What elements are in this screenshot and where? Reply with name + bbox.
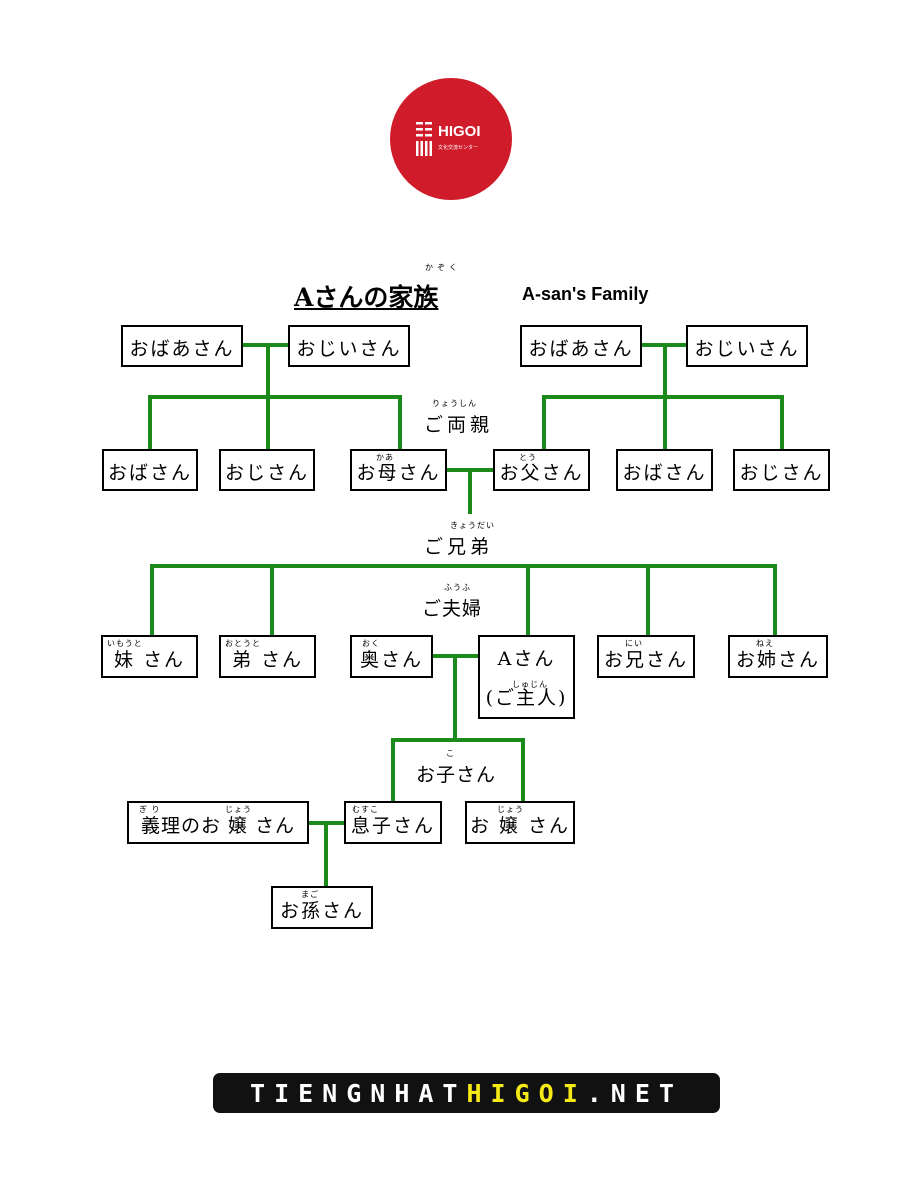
footer-text-tiengnhat: TIENGNHAT xyxy=(250,1078,467,1108)
grandfather-left-label: おじいさん xyxy=(296,338,402,360)
older-brother-box: にい お兄さん xyxy=(597,635,695,678)
older-brother-ruby: にい xyxy=(625,639,643,648)
a-san-ruby: しゅじん xyxy=(512,680,548,689)
younger-brother-box: おとうと 弟 さん xyxy=(219,635,316,678)
younger-brother-ruby: おとうと xyxy=(225,639,261,648)
son-box: むすこ 息子さん xyxy=(344,801,442,844)
daughter-in-law-box: ぎ り じょう 義理のお 嬢 さん xyxy=(127,801,309,844)
parents-label-ruby: りょうしん xyxy=(432,399,477,408)
aunt-right-label: おばさん xyxy=(622,462,707,484)
uncle-left-box: おじさん xyxy=(219,449,315,491)
grandmother-right-box: おばあさん xyxy=(520,325,642,367)
younger-sister-box: いもうと 妹 さん xyxy=(101,635,198,678)
younger-sister-label: 妹 さん xyxy=(113,649,186,671)
page-title-english: A-san's Family xyxy=(522,284,649,304)
father-box: とう お父さん xyxy=(493,449,590,491)
couple-label: ふうふ ご夫婦 xyxy=(422,583,483,621)
mother-ruby: かあ xyxy=(376,453,394,462)
children-label-text: お子さん xyxy=(416,764,497,786)
children-label-ruby: こ xyxy=(446,749,455,758)
wife-label: 奥さん xyxy=(359,649,423,671)
daughter-box: じょう お 嬢 さん xyxy=(465,801,575,844)
couple-label-text: ご夫婦 xyxy=(422,598,483,620)
older-sister-box: ねえ お姉さん xyxy=(728,635,828,678)
daughter-in-law-ruby-giri: ぎ り xyxy=(139,805,161,814)
couple-label-ruby: ふうふ xyxy=(444,583,471,592)
logo-name: HIGOI xyxy=(438,123,481,140)
older-sister-label: お姉さん xyxy=(735,649,820,671)
wife-box: おく 奥さん xyxy=(350,635,433,678)
wife-ruby: おく xyxy=(362,639,380,648)
parents-label-text: ご両親 xyxy=(424,414,494,436)
daughter-in-law-label: 義理のお 嬢 さん xyxy=(140,815,296,837)
children-label: こ お子さん xyxy=(416,749,497,787)
grandchild-ruby: まご xyxy=(301,890,319,899)
younger-sister-ruby: いもうと xyxy=(107,639,143,648)
grandmother-right-label: おばあさん xyxy=(528,338,634,360)
aunt-right-box: おばさん xyxy=(616,449,713,491)
siblings-label-ruby: きょうだい xyxy=(450,521,495,530)
father-label: お父さん xyxy=(499,462,584,484)
uncle-right-label: おじさん xyxy=(739,462,824,484)
mother-box: かあ お母さん xyxy=(350,449,447,491)
title-ruby: かぞく xyxy=(425,263,461,272)
grandfather-right-box: おじいさん xyxy=(686,325,808,367)
older-brother-label: お兄さん xyxy=(603,649,688,671)
siblings-label-text: ご兄弟 xyxy=(424,536,494,558)
grandmother-left-box: おばあさん xyxy=(121,325,243,367)
older-sister-ruby: ねえ xyxy=(756,639,774,648)
higoi-logo: HIGOI 文化交流センター xyxy=(390,78,512,200)
logo-mark-icon xyxy=(416,122,432,156)
daughter-label: お 嬢 さん xyxy=(469,815,571,837)
footer-text-higoi: HIGOI xyxy=(466,1078,587,1108)
grandfather-right-label: おじいさん xyxy=(694,338,800,360)
page-title: Aさんの家族 xyxy=(294,283,439,312)
a-san-box: Aさん しゅじん (ご主人) xyxy=(478,635,575,719)
mother-label: お母さん xyxy=(356,462,441,484)
aunt-left-box: おばさん xyxy=(102,449,198,491)
parents-label: りょうしん ご両親 xyxy=(424,399,494,437)
logo-subtitle: 文化交流センター xyxy=(438,145,479,151)
a-san-role-label: (ご主人) xyxy=(485,687,568,709)
younger-brother-label: 弟 さん xyxy=(231,649,304,671)
son-ruby: むすこ xyxy=(352,805,379,814)
grandchild-box: まご お孫さん xyxy=(271,886,373,929)
uncle-right-box: おじさん xyxy=(733,449,830,491)
grandchild-label: お孫さん xyxy=(279,900,364,922)
uncle-left-label: おじさん xyxy=(224,462,309,484)
aunt-left-label: おばさん xyxy=(107,462,192,484)
grandfather-left-box: おじいさん xyxy=(288,325,410,367)
grandmother-left-label: おばあさん xyxy=(129,338,235,360)
a-san-label: Aさん xyxy=(497,648,556,670)
son-label: 息子さん xyxy=(350,815,435,837)
daughter-ruby: じょう xyxy=(497,805,524,814)
footer-text-net: .NET xyxy=(586,1078,683,1108)
daughter-in-law-ruby-jou: じょう xyxy=(225,805,252,814)
siblings-label: きょうだい ご兄弟 xyxy=(424,521,494,559)
father-ruby: とう xyxy=(519,453,537,462)
